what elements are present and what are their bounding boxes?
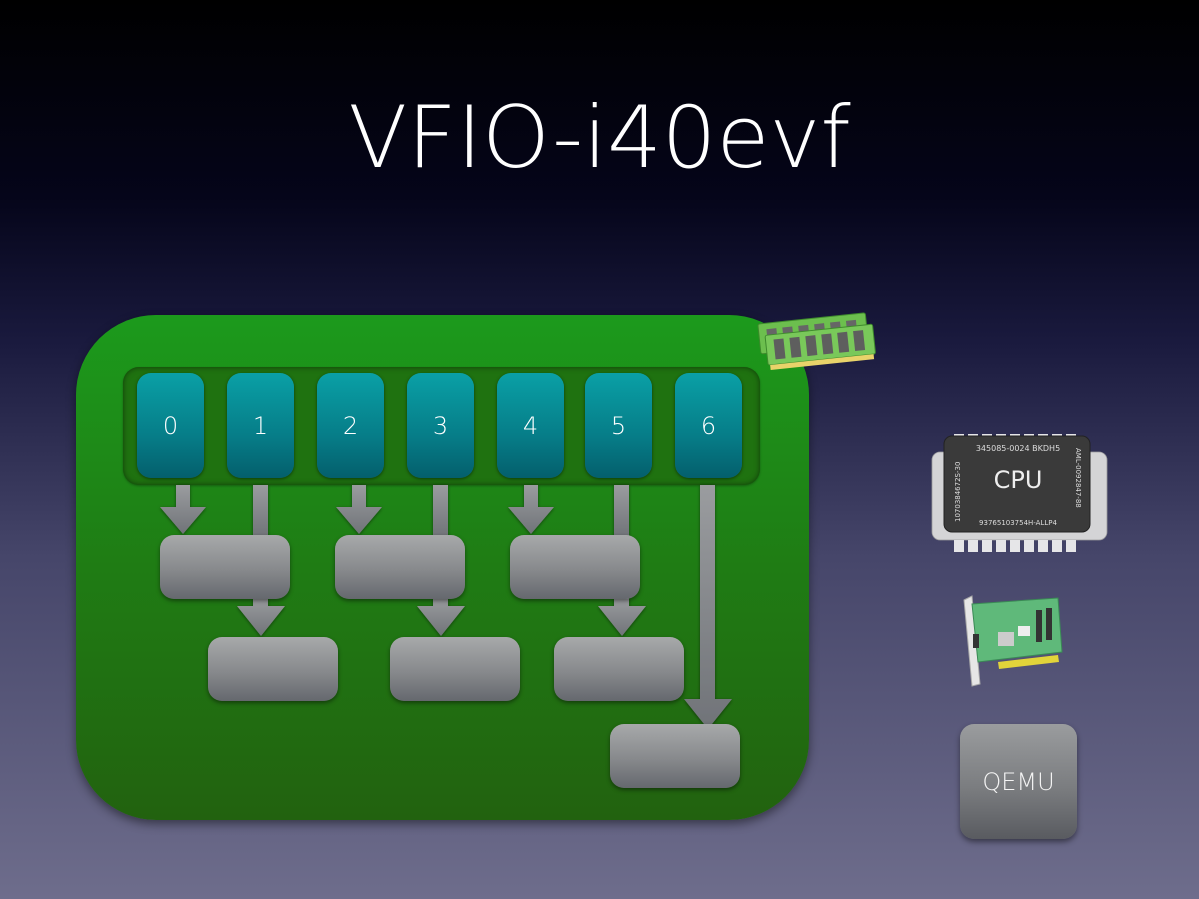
queue-2: 2 — [317, 373, 384, 478]
arrow-a-d — [237, 598, 285, 636]
arrow-c-f — [598, 598, 646, 636]
cpu-right-text: AML-0092847-88 — [1074, 448, 1082, 508]
network-card-icon — [963, 595, 1063, 687]
arrow-q5 — [614, 485, 629, 537]
queue-3: 3 — [407, 373, 474, 478]
stage1-box-b — [335, 535, 465, 599]
queue-1: 1 — [227, 373, 294, 478]
arrow-q4 — [508, 485, 554, 534]
stage2-box-d — [208, 637, 338, 701]
slide-title: VFIO-i40evf — [348, 88, 851, 188]
arrow-q1 — [253, 485, 268, 537]
queue-5: 5 — [585, 373, 652, 478]
stage2-box-e — [390, 637, 520, 701]
arrow-q6 — [684, 485, 732, 729]
stage2-box-f — [554, 637, 684, 701]
stage1-box-a — [160, 535, 290, 599]
stage3-box-g — [610, 724, 740, 788]
qemu-box: QEMU — [960, 724, 1077, 839]
queue-6: 6 — [675, 373, 742, 478]
cpu-icon: CPU 345085-0024 BKDH5 93765103754H-ALLP4… — [931, 434, 1108, 552]
cpu-bottom-text: 93765103754H-ALLP4 — [979, 519, 1057, 527]
queue-4: 4 — [497, 373, 564, 478]
stage1-box-c — [510, 535, 640, 599]
cpu-left-text: 1070384672S-30 — [954, 462, 962, 522]
ram-icon — [757, 312, 876, 370]
arrow-q2 — [336, 485, 382, 534]
arrow-b-e — [417, 598, 465, 636]
queue-0: 0 — [137, 373, 204, 478]
cpu-top-text: 345085-0024 BKDH5 — [976, 444, 1060, 453]
cpu-label: CPU — [994, 466, 1043, 494]
arrow-q3 — [433, 485, 448, 537]
arrow-q0 — [160, 485, 206, 534]
